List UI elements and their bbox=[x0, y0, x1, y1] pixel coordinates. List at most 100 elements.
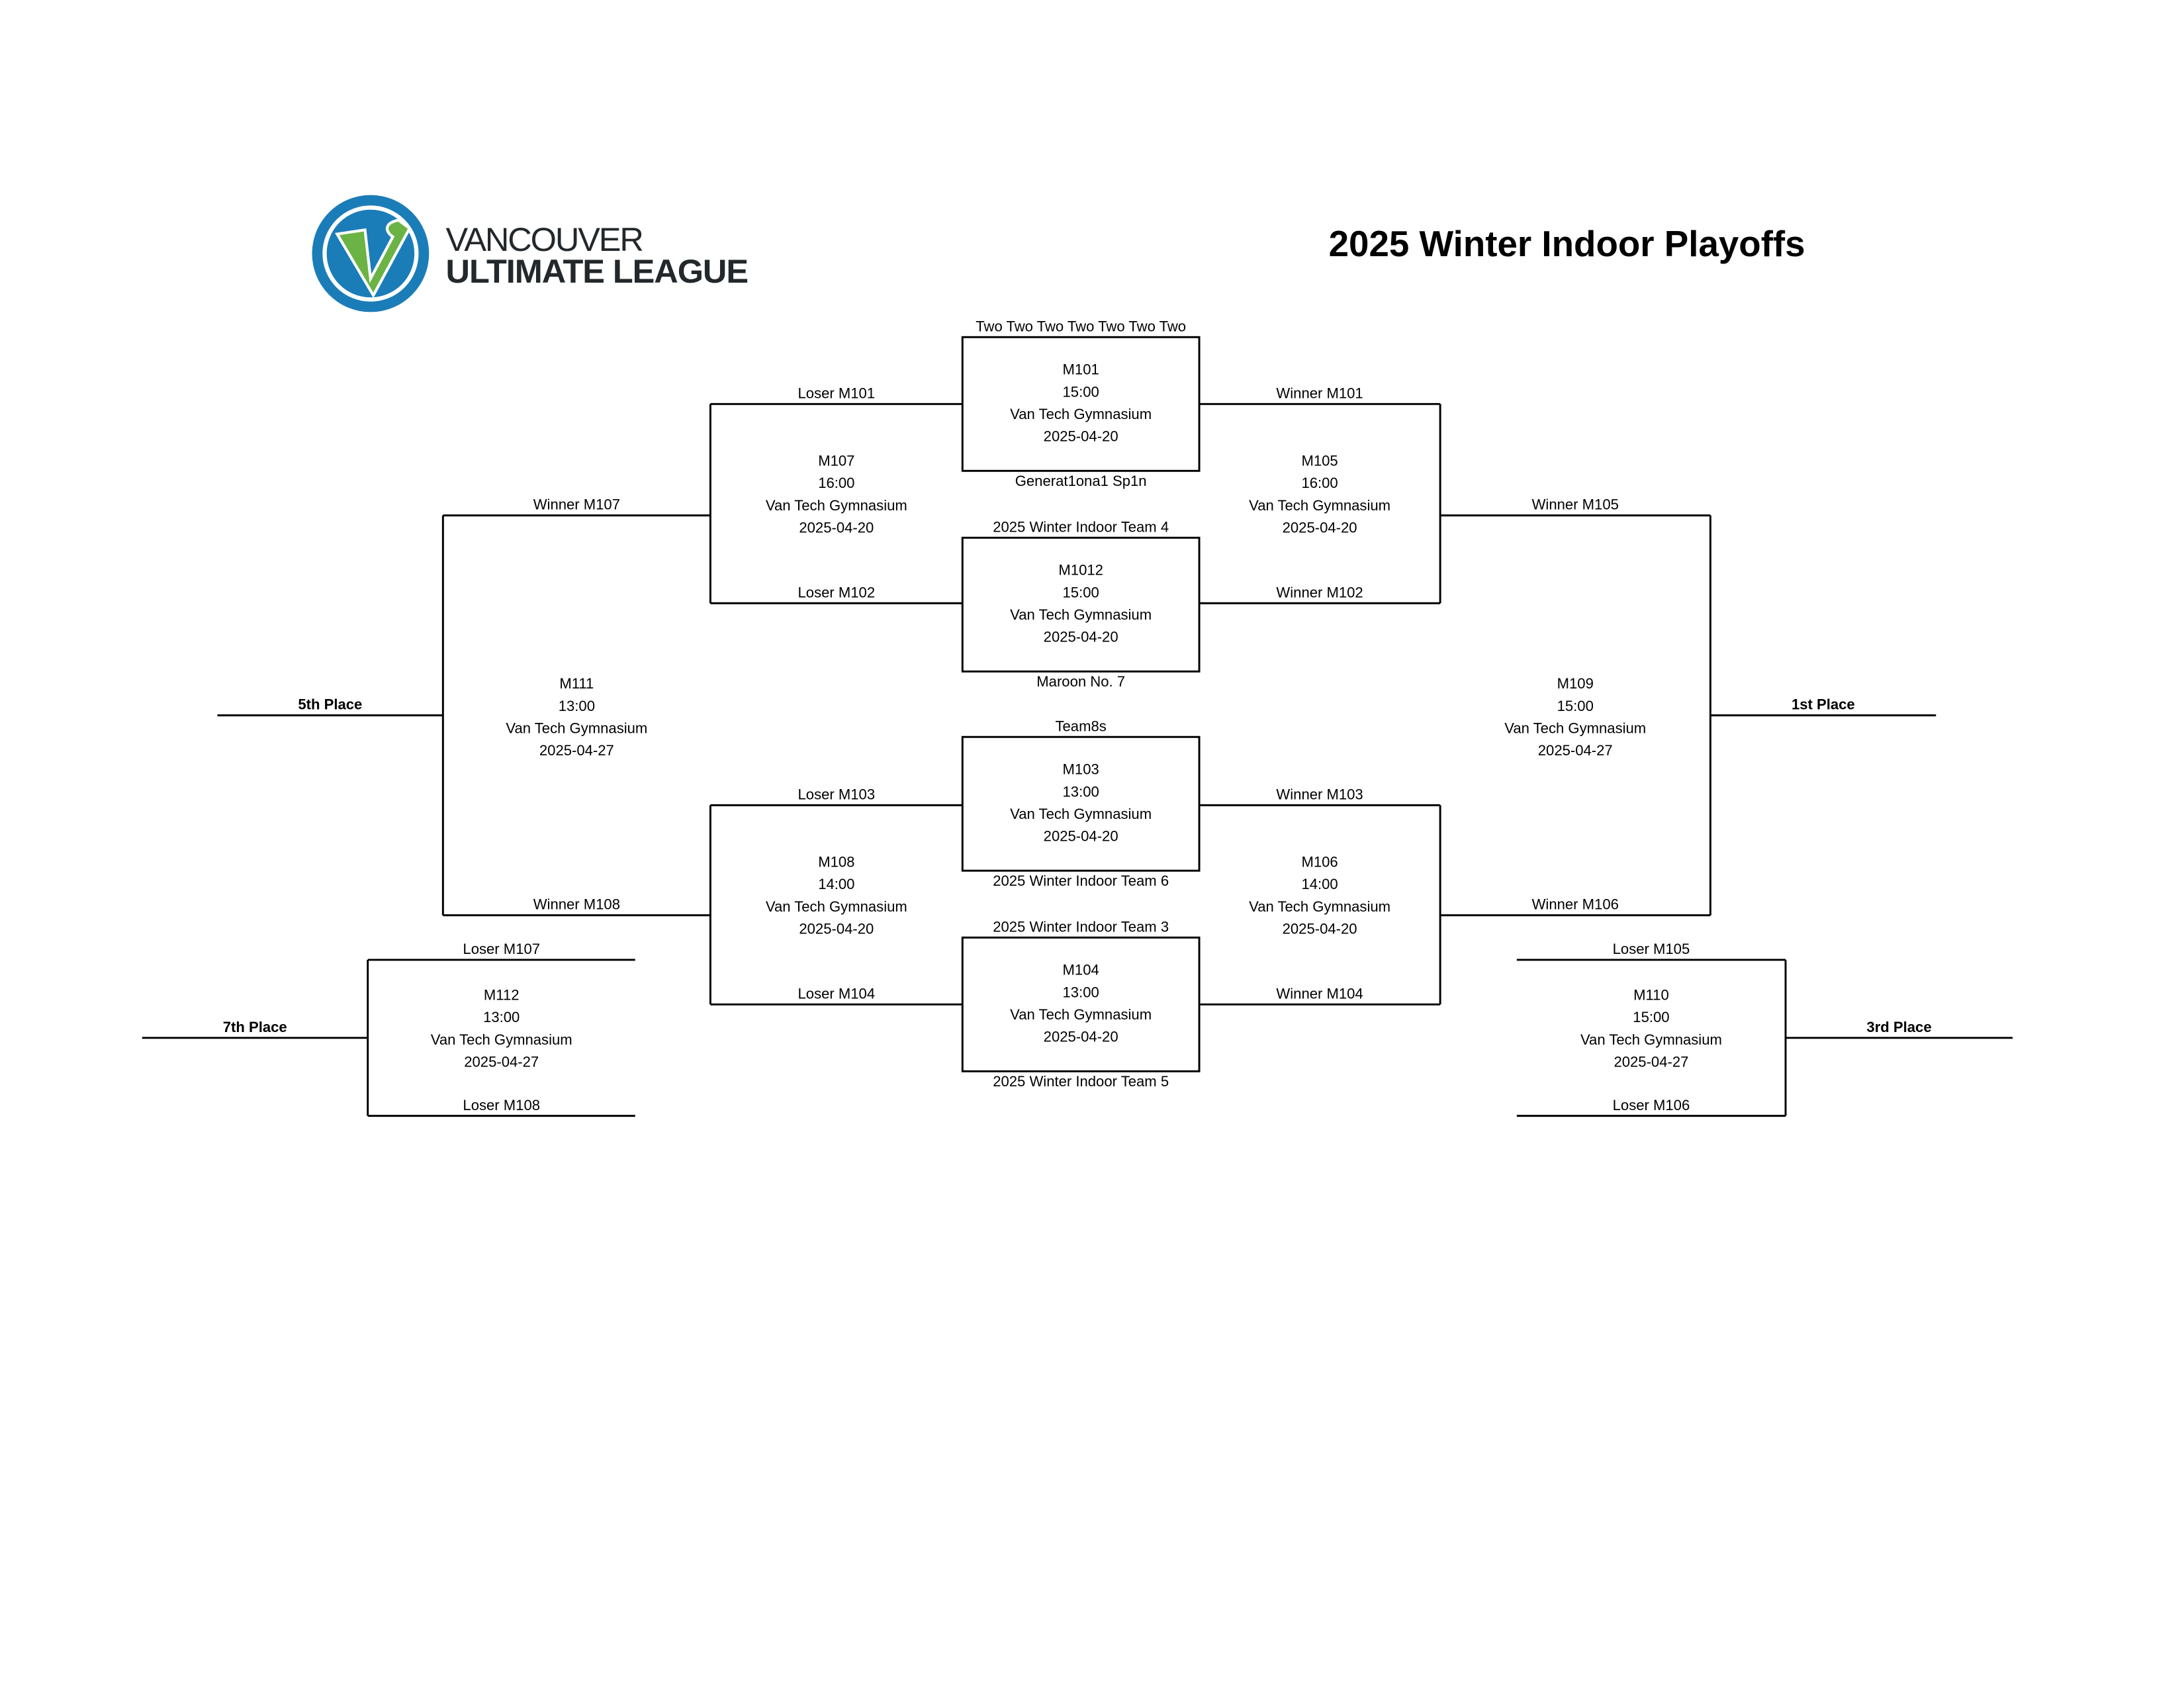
match-date: 2025-04-27 bbox=[464, 1054, 539, 1070]
bracket-lines bbox=[1440, 514, 1711, 917]
match-venue: Van Tech Gymnasium bbox=[1010, 1006, 1152, 1023]
slot-bottom: Winner M108 bbox=[533, 896, 620, 913]
slot-bottom: Loser M106 bbox=[1613, 1097, 1690, 1113]
place-label: 5th Place bbox=[298, 696, 362, 713]
match-date: 2025-04-20 bbox=[1044, 428, 1118, 445]
match-time: 15:00 bbox=[1063, 584, 1099, 600]
match-id: M108 bbox=[818, 854, 854, 871]
bracket: Two Two Two Two Two Two TwoGenerat1ona1 … bbox=[142, 318, 2013, 1117]
team-top: Two Two Two Two Two Two Two bbox=[976, 318, 1186, 334]
bracket-lines bbox=[441, 514, 711, 917]
logo-v-mark bbox=[334, 218, 412, 299]
match-m103: Team8s 2025 Winter Indoor Team 6 M103 13:00… bbox=[961, 718, 1201, 889]
team-bottom: Generat1ona1 Sp1n bbox=[1015, 473, 1147, 489]
slot-top: Loser M105 bbox=[1613, 941, 1690, 957]
match-box bbox=[961, 536, 1201, 673]
match-box bbox=[961, 936, 1201, 1072]
match-time: 13:00 bbox=[1063, 783, 1099, 800]
team-top: 2025 Winter Indoor Team 4 bbox=[993, 518, 1169, 535]
slot-bottom: Loser M104 bbox=[798, 985, 876, 1002]
slot-top: Winner M103 bbox=[1276, 786, 1363, 802]
match-id: M112 bbox=[484, 987, 520, 1004]
match-time: 16:00 bbox=[1301, 475, 1338, 491]
bracket-lines bbox=[709, 804, 963, 1006]
team-bottom: 2025 Winter Indoor Team 6 bbox=[993, 872, 1169, 889]
match-date: 2025-04-27 bbox=[1538, 742, 1613, 759]
match-date: 2025-04-27 bbox=[539, 742, 614, 759]
match-venue: Van Tech Gymnasium bbox=[766, 497, 907, 514]
match-date: 2025-04-20 bbox=[1283, 519, 1357, 536]
slot-bottom: Loser M108 bbox=[463, 1097, 540, 1113]
logo-text-league: ULTIMATE LEAGUE bbox=[446, 252, 748, 290]
match-venue: Van Tech Gymnasium bbox=[1010, 806, 1152, 822]
slot-top: Winner M107 bbox=[533, 496, 620, 513]
slot-top: Winner M101 bbox=[1276, 385, 1363, 401]
page-title: 2025 Winter Indoor Playoffs bbox=[1329, 223, 1805, 264]
match-venue: Van Tech Gymnasium bbox=[506, 720, 647, 737]
match-time: 14:00 bbox=[818, 876, 854, 892]
match-venue: Van Tech Gymnasium bbox=[1010, 406, 1152, 422]
match-id: M106 bbox=[1301, 854, 1338, 871]
slot-top: Loser M107 bbox=[463, 941, 540, 957]
match-id: M103 bbox=[1063, 761, 1099, 778]
logo-ring bbox=[322, 205, 419, 302]
match-date: 2025-04-20 bbox=[1283, 921, 1357, 937]
match-time: 16:00 bbox=[818, 475, 854, 491]
slot-bottom: Winner M104 bbox=[1276, 985, 1363, 1002]
match-venue: Van Tech Gymnasium bbox=[1249, 898, 1390, 915]
bracket-lines bbox=[1199, 402, 1441, 604]
match-venue: Van Tech Gymnasium bbox=[1249, 497, 1390, 514]
match-venue: Van Tech Gymnasium bbox=[1504, 720, 1646, 737]
match-date: 2025-04-27 bbox=[1614, 1054, 1688, 1070]
match-time: 15:00 bbox=[1633, 1009, 1669, 1025]
place-label: 7th Place bbox=[223, 1019, 287, 1035]
match-id: M105 bbox=[1301, 452, 1338, 469]
match-date: 2025-04-20 bbox=[1044, 828, 1118, 845]
match-id: M111 bbox=[559, 675, 594, 692]
match-venue: Van Tech Gymnasium bbox=[766, 898, 907, 915]
logo-text-vancouver: VANCOUVER bbox=[446, 220, 643, 258]
team-top: Team8s bbox=[1056, 718, 1107, 734]
match-m104: 2025 Winter Indoor Team 3 2025 Winter Ind… bbox=[961, 918, 1201, 1090]
slot-top: Loser M103 bbox=[798, 786, 876, 802]
slot-bottom: Loser M102 bbox=[798, 584, 876, 600]
place-label: 1st Place bbox=[1792, 696, 1855, 713]
slot-top: Winner M105 bbox=[1532, 496, 1619, 513]
bracket-lines bbox=[1199, 804, 1441, 1006]
slot-top: Loser M101 bbox=[798, 385, 876, 401]
match-time: 15:00 bbox=[1557, 698, 1594, 714]
match-date: 2025-04-20 bbox=[1044, 629, 1118, 645]
match-venue: Van Tech Gymnasium bbox=[431, 1031, 572, 1048]
match-date: 2025-04-20 bbox=[799, 519, 874, 536]
match-box bbox=[961, 735, 1201, 872]
match-venue: Van Tech Gymnasium bbox=[1010, 606, 1152, 623]
team-top: 2025 Winter Indoor Team 3 bbox=[993, 918, 1169, 935]
logo-circle bbox=[312, 195, 430, 312]
match-id: M110 bbox=[1633, 987, 1669, 1004]
match-id: M104 bbox=[1063, 962, 1099, 978]
match-id: M107 bbox=[818, 452, 854, 469]
slot-bottom: Winner M102 bbox=[1276, 584, 1363, 600]
match-box bbox=[961, 336, 1201, 472]
match-m1012: 2025 Winter Indoor Team 4 Maroon No. 7 M10… bbox=[961, 518, 1201, 690]
match-id: M101 bbox=[1063, 361, 1099, 378]
match-time: 14:00 bbox=[1301, 876, 1338, 892]
match-time: 13:00 bbox=[559, 698, 595, 714]
match-time: 13:00 bbox=[483, 1009, 520, 1025]
match-time: 15:00 bbox=[1063, 383, 1099, 400]
match-id: M1012 bbox=[1058, 562, 1103, 579]
match-date: 2025-04-20 bbox=[1044, 1029, 1118, 1045]
team-bottom: Maroon No. 7 bbox=[1036, 673, 1125, 690]
match-date: 2025-04-20 bbox=[799, 921, 874, 937]
match-venue: Van Tech Gymnasium bbox=[1580, 1031, 1722, 1048]
slot-bottom: Winner M106 bbox=[1532, 896, 1619, 913]
team-bottom: 2025 Winter Indoor Team 5 bbox=[993, 1073, 1169, 1090]
